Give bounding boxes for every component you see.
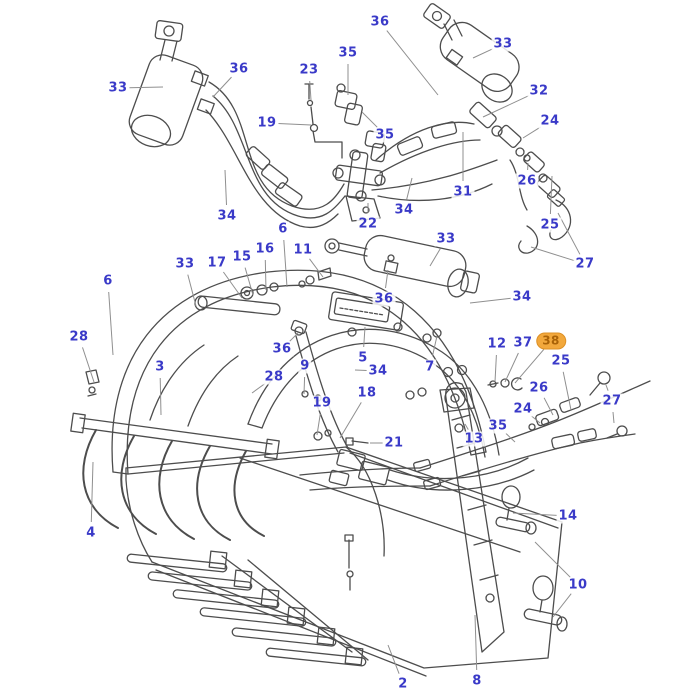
part-callout-27[interactable]: 27 (573, 256, 597, 272)
leader-lines (82, 30, 615, 674)
part-callout-36[interactable]: 36 (372, 291, 396, 307)
hydraulic-hoses-top (205, 81, 498, 229)
part-callout-5[interactable]: 5 (356, 350, 370, 366)
part-callout-24[interactable]: 24 (511, 401, 535, 417)
part-callout-33[interactable]: 33 (173, 256, 197, 272)
part-callout-35[interactable]: 35 (336, 45, 360, 61)
part-callout-2[interactable]: 2 (396, 676, 410, 692)
part-callout-7[interactable]: 7 (423, 359, 437, 375)
part-callout-38-highlighted[interactable]: 38 (536, 332, 566, 350)
part-callout-19[interactable]: 19 (255, 115, 279, 131)
part-callout-23[interactable]: 23 (297, 62, 321, 78)
fitting-chain-right (469, 101, 572, 254)
part-callout-34[interactable]: 34 (510, 289, 534, 305)
lynch-pins (495, 485, 568, 632)
part-callout-18[interactable]: 18 (355, 385, 379, 401)
part-callout-33[interactable]: 33 (434, 231, 458, 247)
part-callout-17[interactable]: 17 (205, 255, 229, 271)
nameplate (328, 291, 442, 343)
part-callout-11[interactable]: 11 (291, 242, 315, 258)
bolt-and-washer (304, 83, 343, 159)
part-callout-6[interactable]: 6 (276, 221, 290, 237)
pivot-cluster (301, 364, 523, 413)
part-callout-26[interactable]: 26 (527, 380, 551, 396)
part-callout-10[interactable]: 10 (566, 577, 590, 593)
pivot-pin-and-washers (194, 267, 332, 316)
cylinder-top-left (128, 20, 215, 148)
part-callout-16[interactable]: 16 (253, 241, 277, 257)
part-callout-33[interactable]: 33 (106, 80, 130, 96)
part-callout-37[interactable]: 37 (511, 335, 535, 351)
part-callout-4[interactable]: 4 (84, 525, 98, 541)
part-callout-25[interactable]: 25 (549, 353, 573, 369)
part-callout-28[interactable]: 28 (67, 329, 91, 345)
part-callout-35[interactable]: 35 (373, 127, 397, 143)
part-callout-36[interactable]: 36 (227, 61, 251, 77)
grapple-tines-left (70, 369, 280, 541)
part-callout-13[interactable]: 13 (462, 431, 486, 447)
part-callout-19[interactable]: 19 (310, 395, 334, 411)
part-callout-32[interactable]: 32 (527, 83, 551, 99)
part-callout-24[interactable]: 24 (538, 113, 562, 129)
part-callout-3[interactable]: 3 (153, 359, 167, 375)
part-callout-35[interactable]: 35 (486, 418, 510, 434)
part-callout-26[interactable]: 26 (515, 173, 539, 189)
part-callout-12[interactable]: 12 (485, 336, 509, 352)
part-callout-15[interactable]: 15 (230, 249, 254, 265)
cylinder-middle (324, 234, 480, 298)
part-callout-36[interactable]: 36 (368, 14, 392, 30)
part-callout-34[interactable]: 34 (366, 363, 390, 379)
fork-tines (126, 550, 369, 667)
part-callout-21[interactable]: 21 (382, 435, 406, 451)
part-callout-25[interactable]: 25 (538, 217, 562, 233)
part-callout-9[interactable]: 9 (298, 358, 312, 374)
part-callout-28[interactable]: 28 (262, 369, 286, 385)
part-callout-22[interactable]: 22 (356, 216, 380, 232)
part-callout-8[interactable]: 8 (470, 673, 484, 689)
part-callout-27[interactable]: 27 (600, 393, 624, 409)
part-callout-6[interactable]: 6 (101, 273, 115, 289)
part-callout-36[interactable]: 36 (270, 341, 294, 357)
part-callout-14[interactable]: 14 (556, 508, 580, 524)
part-callout-34[interactable]: 34 (215, 208, 239, 224)
part-callout-31[interactable]: 31 (451, 184, 475, 200)
part-callout-33[interactable]: 33 (491, 36, 515, 52)
part-callout-34[interactable]: 34 (392, 202, 416, 218)
valve-manifold (332, 149, 386, 222)
